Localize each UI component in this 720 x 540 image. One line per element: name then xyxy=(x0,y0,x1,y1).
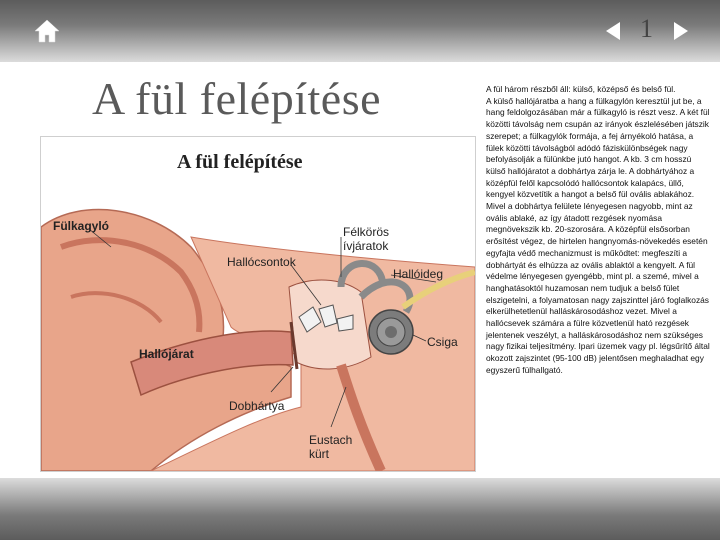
label-halloideg: Hallóideg xyxy=(393,267,444,281)
home-icon[interactable] xyxy=(34,18,60,44)
body-text: A fül három részből áll: külső, középső … xyxy=(486,84,710,377)
body-paragraph: A fül három részből áll: külső, középső … xyxy=(486,84,676,94)
figure-title: A fül felépítése xyxy=(177,151,303,173)
slide-title: A fül felépítése xyxy=(92,73,382,124)
label-dobhartya: Dobhártya xyxy=(229,399,285,413)
next-slide-icon[interactable] xyxy=(662,20,690,42)
label-hallojarat: Hallójárat xyxy=(139,347,194,361)
body-paragraph: A külső hallójáratba a hang a fülkagylón… xyxy=(486,95,710,375)
page-number: 1 xyxy=(640,14,653,43)
top-bar xyxy=(0,0,720,62)
label-csiga: Csiga xyxy=(427,335,458,349)
ear-diagram xyxy=(41,208,475,471)
previous-slide-icon[interactable] xyxy=(604,20,632,42)
ear-anatomy-figure: A fül felépítése Fülkagyló Félkörös ívjá… xyxy=(40,136,476,472)
label-felkoros: Félkörös ívjáratok xyxy=(343,225,390,253)
label-hallocsontok: Hallócsontok xyxy=(227,255,296,269)
label-eustach: Eustach kürt xyxy=(309,433,353,461)
bottom-bar xyxy=(0,478,720,540)
label-fulkagylo: Fülkagyló xyxy=(53,219,110,233)
